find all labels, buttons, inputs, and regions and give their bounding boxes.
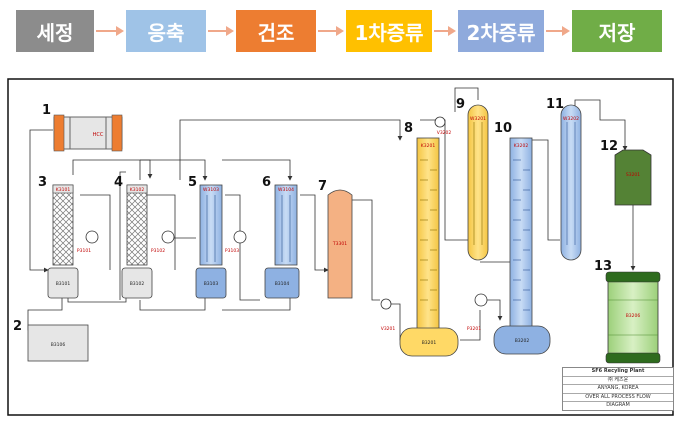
s3201-vessel: S3201 [614,149,652,206]
equipment-number-5: 5 [188,175,197,190]
diagram-frame [7,78,674,416]
step-washing: 세정 [16,10,94,52]
hcc-unit: HCC [53,114,123,152]
tag-w3202: W3202 [563,116,579,122]
valve-v3201-icon [380,298,392,310]
tag-w3103: W3103 [203,187,219,193]
equipment-number-9: 9 [456,97,465,112]
step-label: 세정 [36,20,74,45]
equipment-number-8: 8 [404,121,413,136]
tag-p3103: P3103 [225,248,239,254]
pump-p3201-icon [474,293,488,307]
step-label: 응축 [147,20,185,45]
tag-k3101: K3101 [56,187,71,193]
tag-b3201: B3201 [422,340,437,346]
k3101-column: K3101 B3101 [47,184,79,299]
step-drying: 건조 [236,10,316,52]
step-storage: 저장 [572,10,662,52]
step-arrow [318,26,344,36]
pump-p3102-icon [161,230,175,244]
title-block: SF6 Recyling Plant ㈜ 케즈윤 ANYANG, KOREA O… [562,367,674,411]
tag-k3201: K3201 [421,143,436,149]
tag-p3201: P3201 [467,326,481,332]
tag-s3201: S3201 [626,172,640,178]
step-label: 건조 [257,20,295,45]
tag-b3106: B3106 [51,342,66,348]
tag-hcc: HCC [93,132,104,138]
step-first-distillation: 1차증류 [346,10,432,52]
step-condensation: 응축 [126,10,206,52]
equipment-number-7: 7 [318,179,327,194]
title-block-line: ANYANG, KOREA [563,385,673,394]
valve-v3202-icon [434,116,446,128]
tag-t3301: T3301 [332,241,347,247]
t3301-dryer: T3301 [327,189,353,299]
title-block-line: ㈜ 케즈윤 [563,377,673,385]
title-block-line: SF6 Recyling Plant [563,368,673,377]
k3102-column: K3102 B3102 [121,184,153,299]
step-label: 저장 [598,20,636,45]
equipment-number-12: 12 [600,139,618,154]
tag-b3103: B3103 [204,281,219,287]
step-label: 2차증류 [466,20,536,45]
equipment-number-3: 3 [38,175,47,190]
equipment-number-6: 6 [262,175,271,190]
equipment-number-11: 11 [546,97,564,112]
tag-k3102: K3102 [130,187,145,193]
tag-v3201: V3201 [381,326,396,332]
equipment-number-4: 4 [114,175,123,190]
step-arrow [96,26,124,36]
tag-v3202: V3202 [437,130,452,136]
b3206-storage: B3206 [605,271,661,364]
w3202-condenser: W3202 [560,104,582,261]
tag-w3104: W3104 [278,187,294,193]
piping [27,87,636,343]
k3202-column: K3202 B3202 [493,137,551,355]
pump-p3101-icon [85,230,99,244]
w3103-condenser: W3103 B3103 [195,184,227,299]
tag-b3102: B3102 [130,281,145,287]
tag-b3202: B3202 [515,338,530,344]
step-arrow [208,26,234,36]
b3106-tank [27,324,89,362]
equipment-number-2: 2 [13,319,22,334]
title-block-line: OVER ALL PROCESS FLOW [563,394,673,402]
pump-p3103-icon [233,230,247,244]
equipment-number-1: 1 [42,103,51,118]
tag-w3201: W3201 [470,116,486,122]
equipment-number-10: 10 [494,121,512,136]
step-arrow [546,26,570,36]
title-block-line: DIAGRAM [606,402,630,408]
tag-b3206: B3206 [626,313,641,319]
equipment-number-13: 13 [594,259,612,274]
step-arrow [434,26,456,36]
w3201-condenser: W3201 [467,104,489,261]
step-second-distillation: 2차증류 [458,10,544,52]
tag-b3101: B3101 [56,281,71,287]
k3201-column: K3201 B3201 [399,137,459,357]
tag-p3101: P3101 [77,248,91,254]
step-label: 1차증류 [354,20,424,45]
tag-b3104: B3104 [275,281,290,287]
w3104-condenser: W3104 B3104 [264,184,300,299]
tag-k3202: K3202 [514,143,529,149]
tag-p3102: P3102 [151,248,165,254]
